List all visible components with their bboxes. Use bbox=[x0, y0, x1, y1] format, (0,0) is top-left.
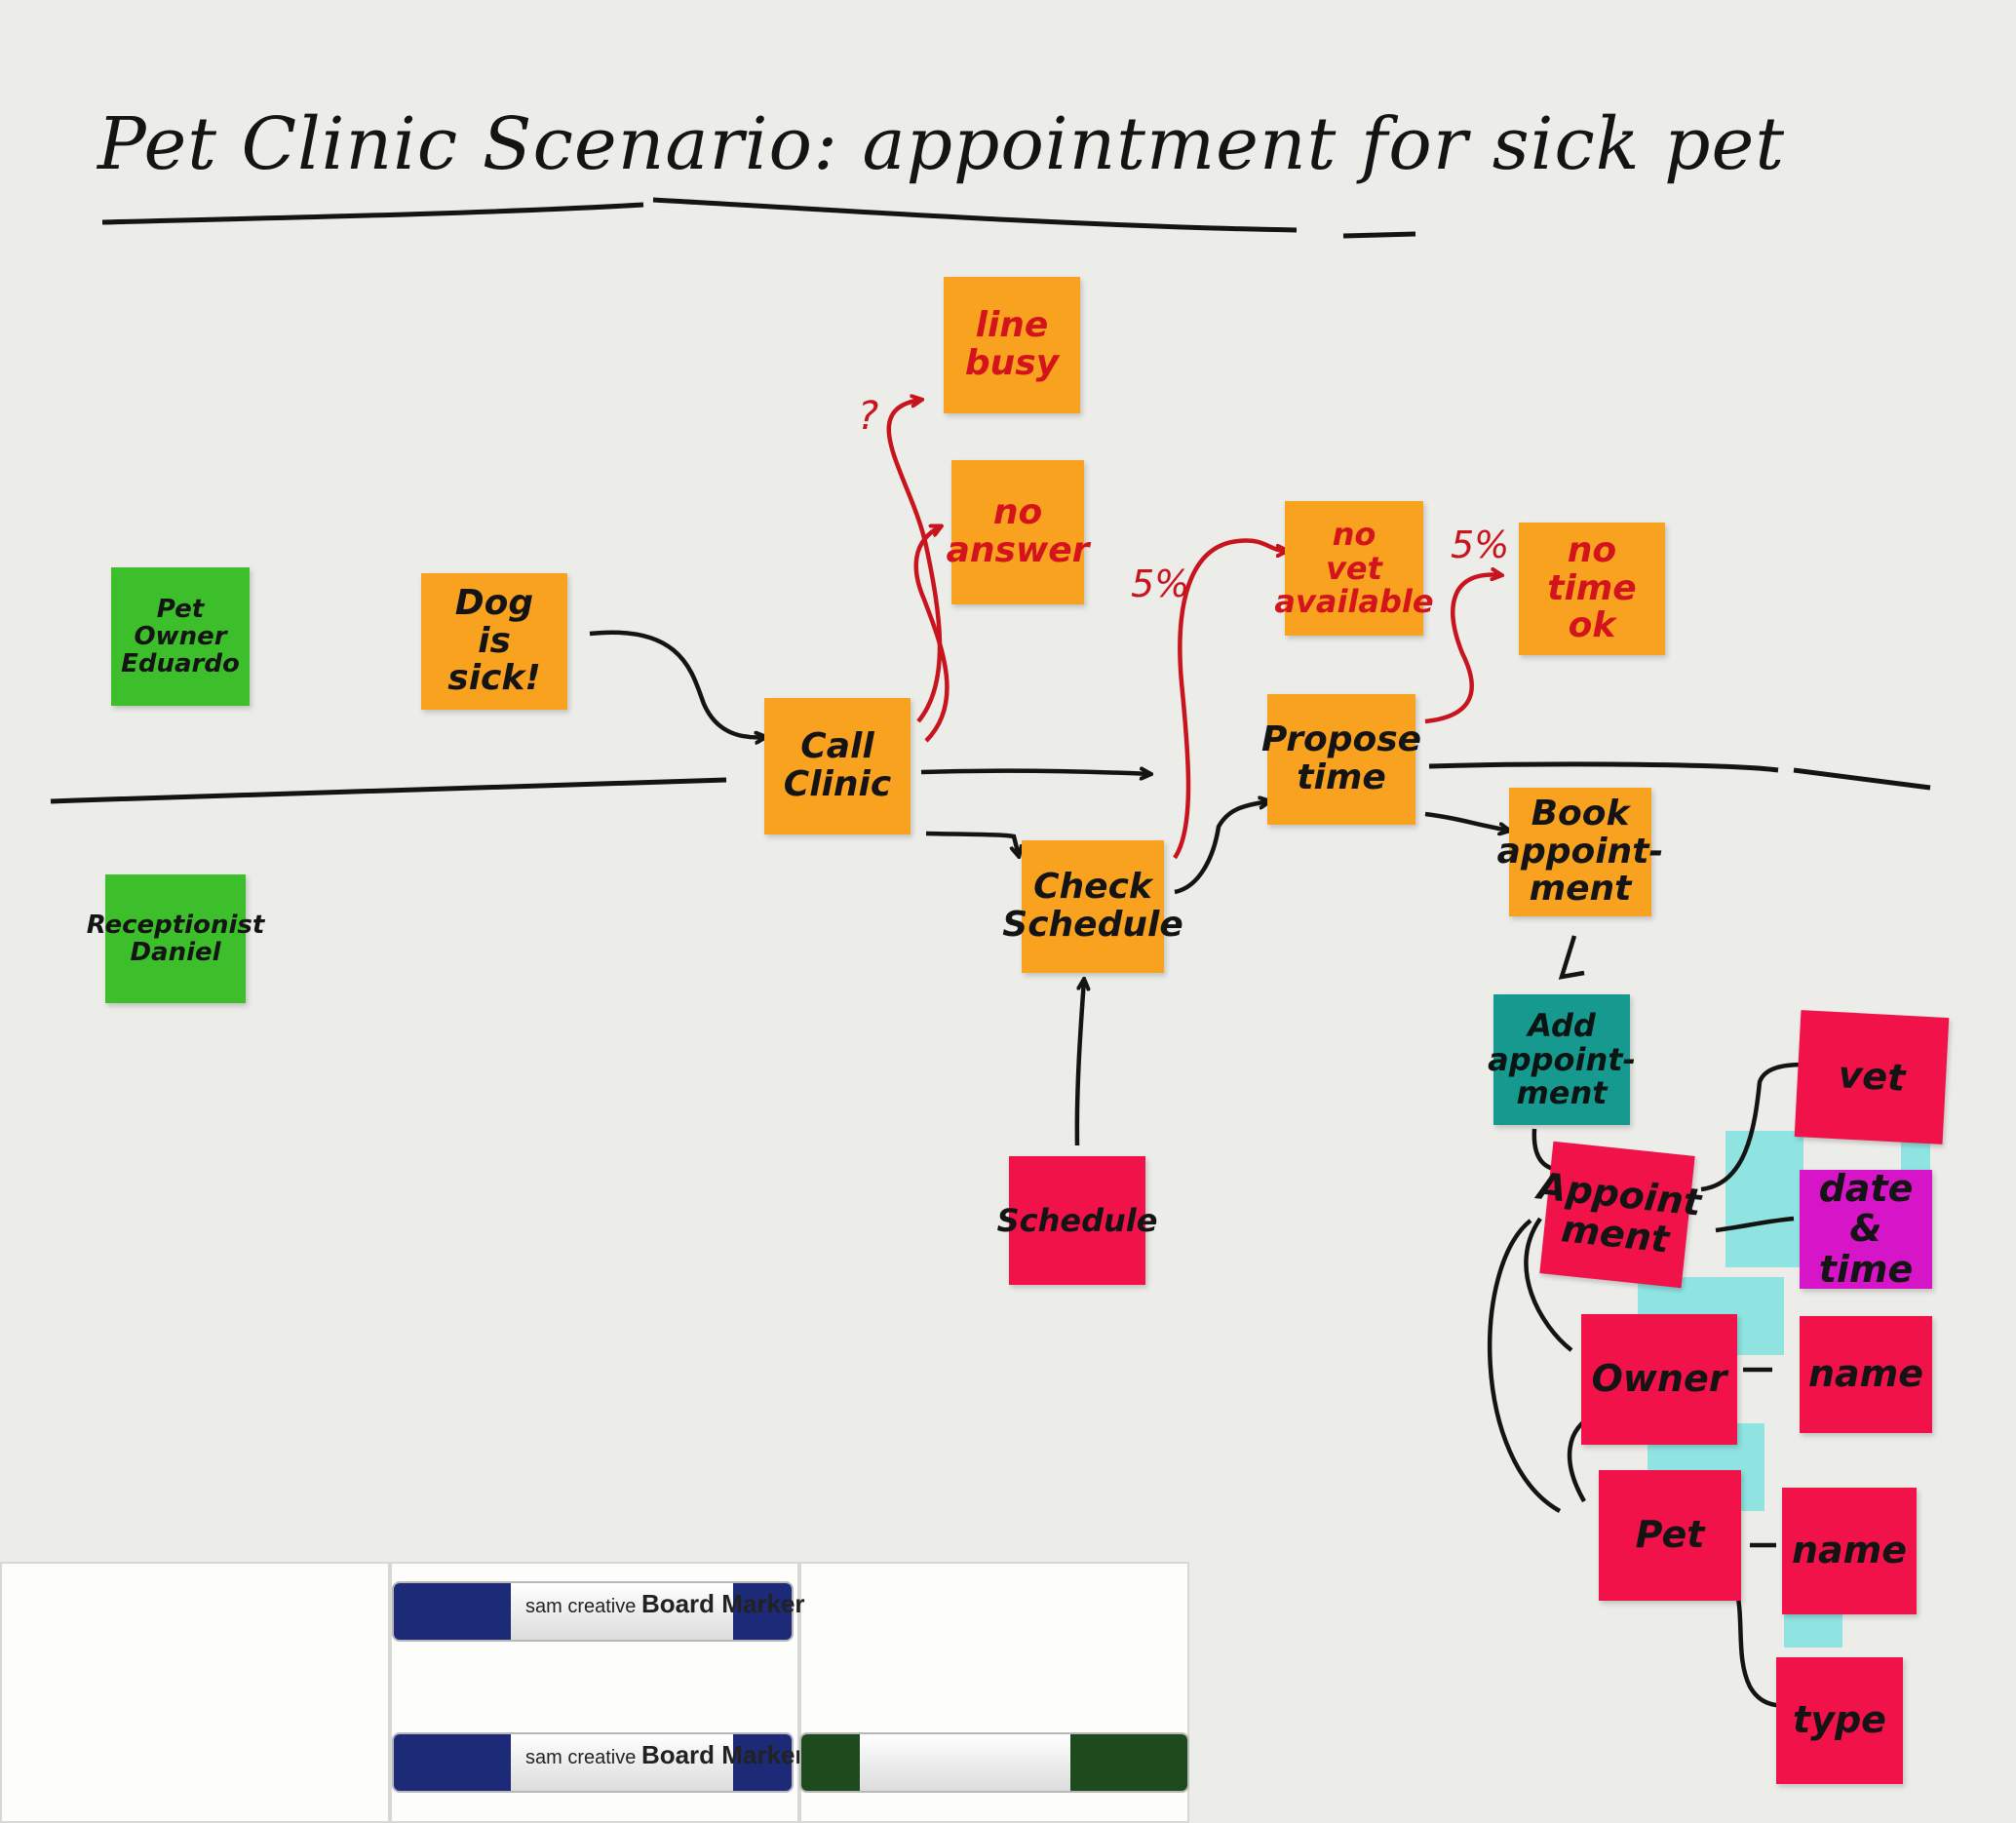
model-pet-name[interactable]: name bbox=[1782, 1488, 1917, 1614]
arrow-dog-to-call bbox=[589, 630, 765, 738]
arrow-call-to-no-answer bbox=[913, 526, 950, 743]
annotation-pct-no-time: 5% bbox=[1451, 524, 1509, 566]
actor-pet-owner[interactable]: Pet Owner Eduardo bbox=[111, 567, 250, 706]
model-appointment[interactable]: Appoint ment bbox=[1535, 1141, 1703, 1289]
marker-brand: sam creative bbox=[525, 1596, 637, 1617]
arrow-check-to-no-vet bbox=[1173, 538, 1287, 860]
marker-green-bottom[interactable] bbox=[799, 1732, 1189, 1793]
link-pet-to-type bbox=[1732, 1583, 1790, 1709]
annotation-pct-no-vet: 5% bbox=[1131, 562, 1189, 605]
marker-product: Board Marker bbox=[640, 1740, 805, 1769]
marker-slot bbox=[0, 1562, 390, 1823]
event-book-appointment[interactable]: Book appoint- ment bbox=[1497, 788, 1663, 916]
link-appointment-to-pet bbox=[1487, 1219, 1562, 1513]
arrow-propose-to-no-time bbox=[1424, 575, 1501, 724]
model-pet[interactable]: Pet bbox=[1599, 1470, 1741, 1601]
hotspot-no-vet-available[interactable]: no vet available bbox=[1274, 501, 1434, 636]
arrow-call-to-propose bbox=[920, 771, 1150, 774]
actor-receptionist[interactable]: Receptionist Daniel bbox=[87, 874, 264, 1003]
arrow-call-to-line-busy bbox=[886, 400, 943, 723]
model-owner-name[interactable]: name bbox=[1800, 1316, 1932, 1433]
readmodel-schedule[interactable]: Schedule bbox=[997, 1156, 1157, 1285]
swimlane-divider-left bbox=[50, 777, 727, 804]
arrow-schedule-to-check bbox=[1074, 980, 1084, 1146]
hotspot-no-time-ok[interactable]: no time ok bbox=[1519, 523, 1665, 655]
hotspot-line-busy[interactable]: line busy bbox=[944, 277, 1080, 413]
event-dog-is-sick[interactable]: Dog is sick! bbox=[421, 573, 567, 710]
model-date-time[interactable]: date & time bbox=[1800, 1169, 1932, 1289]
arrow-check-to-propose bbox=[1174, 801, 1269, 895]
annotation-question: ? bbox=[858, 394, 878, 439]
model-owner[interactable]: Owner bbox=[1581, 1314, 1737, 1445]
event-check-schedule[interactable]: Check Schedule bbox=[1002, 840, 1183, 973]
arrow-book-to-add bbox=[1558, 935, 1585, 980]
arrow-call-to-check bbox=[925, 831, 1019, 856]
arrow-propose-to-book bbox=[1424, 811, 1509, 831]
event-propose-time[interactable]: Propose time bbox=[1261, 694, 1421, 825]
hotspot-no-answer[interactable]: no answer bbox=[947, 460, 1089, 604]
marker-tray: sam creative Board Marker sam creative B… bbox=[0, 1562, 1189, 1823]
marker-product: Board Marker bbox=[640, 1589, 805, 1618]
link-appointment-to-vet bbox=[1700, 1062, 1804, 1192]
swimlane-divider-right bbox=[1428, 761, 1931, 791]
marker-brand: sam creative bbox=[525, 1747, 637, 1768]
title-underline bbox=[101, 197, 1416, 239]
marker-blue-bottom[interactable]: sam creative Board Marker bbox=[392, 1732, 805, 1793]
page-title: Pet Clinic Scenario: appointment for sic… bbox=[97, 102, 1786, 186]
event-call-clinic[interactable]: Call Clinic bbox=[764, 698, 911, 834]
link-appointment-to-owner bbox=[1524, 1217, 1573, 1352]
model-type[interactable]: type bbox=[1776, 1657, 1903, 1784]
marker-blue-top[interactable]: sam creative Board Marker bbox=[392, 1581, 805, 1642]
model-vet[interactable]: vet bbox=[1794, 1010, 1950, 1144]
link-appointment-to-datetime bbox=[1715, 1216, 1795, 1233]
command-add-appointment[interactable]: Add appoint- ment bbox=[1488, 994, 1636, 1125]
